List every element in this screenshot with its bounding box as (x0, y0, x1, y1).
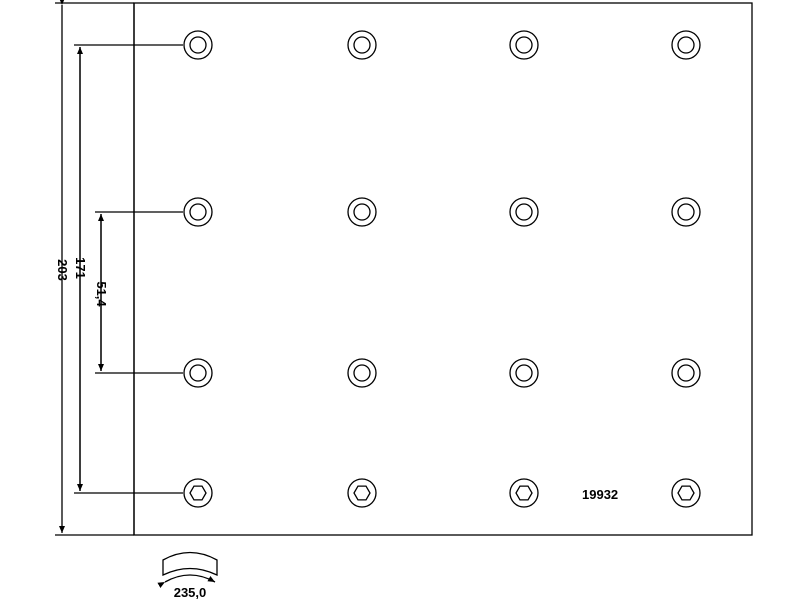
dimension-outer-spacing: 171 (73, 44, 183, 494)
rivet-hole (509, 197, 539, 227)
rivet-hole (509, 478, 539, 508)
rivet-hole (183, 30, 213, 60)
rivet-hole (509, 30, 539, 60)
rivet-hole (183, 358, 213, 388)
rivet-hole (347, 358, 377, 388)
lining-outline (133, 2, 753, 536)
rivet-hole (347, 30, 377, 60)
rivet-hole (509, 358, 539, 388)
hex-recess (515, 485, 533, 501)
dimension-height: 203 (55, 0, 134, 536)
hex-recess (677, 485, 695, 501)
rivet-holes (183, 30, 701, 508)
part-number: 19932 (582, 487, 618, 502)
rivet-hole (183, 478, 213, 508)
arc-length-label: 235,0 (174, 585, 207, 600)
dimension-outer-spacing-label: 171 (73, 257, 88, 279)
dimension-inner-spacing-label: 51,4 (94, 281, 109, 307)
dimension-inner-spacing: 51,4 (94, 211, 183, 374)
hex-recess (189, 485, 207, 501)
rivet-hole (347, 478, 377, 508)
rivet-hole (671, 197, 701, 227)
rivet-hole (347, 197, 377, 227)
rivet-hole (183, 197, 213, 227)
dimension-height-label: 203 (55, 259, 70, 281)
arc-length-symbol: 235,0 (157, 551, 218, 600)
rivet-hole (671, 30, 701, 60)
rivet-hole (671, 358, 701, 388)
hex-recess (353, 485, 371, 501)
rivet-hole (671, 478, 701, 508)
